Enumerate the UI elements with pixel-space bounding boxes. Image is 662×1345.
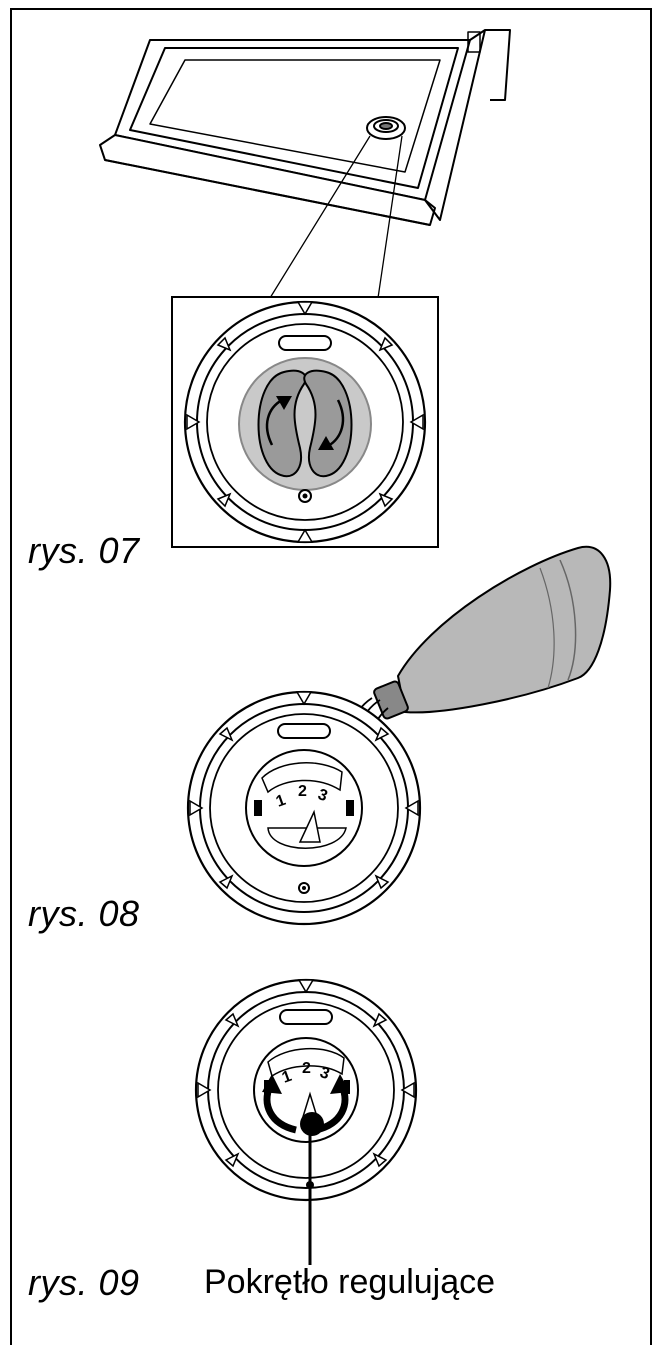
rinse-aid-cap-open xyxy=(186,690,422,926)
dishwasher-door-drawing xyxy=(99,29,511,299)
dial-number-2: 2 xyxy=(298,783,307,800)
rinse-aid-bottle xyxy=(335,545,612,791)
rinse-aid-cap-closed xyxy=(183,300,427,544)
figure-frame xyxy=(10,8,652,1345)
callout-label-adjust-knob: Pokrętło regulujące xyxy=(204,1263,496,1301)
rinse-aid-dial-adjust xyxy=(194,978,418,1265)
dial-number-2: 2 xyxy=(302,1060,311,1077)
figure-caption-08: rys. 08 xyxy=(28,893,140,934)
figure-caption-09: rys. 09 xyxy=(28,1262,140,1303)
figure-caption-07: rys. 07 xyxy=(28,530,140,571)
